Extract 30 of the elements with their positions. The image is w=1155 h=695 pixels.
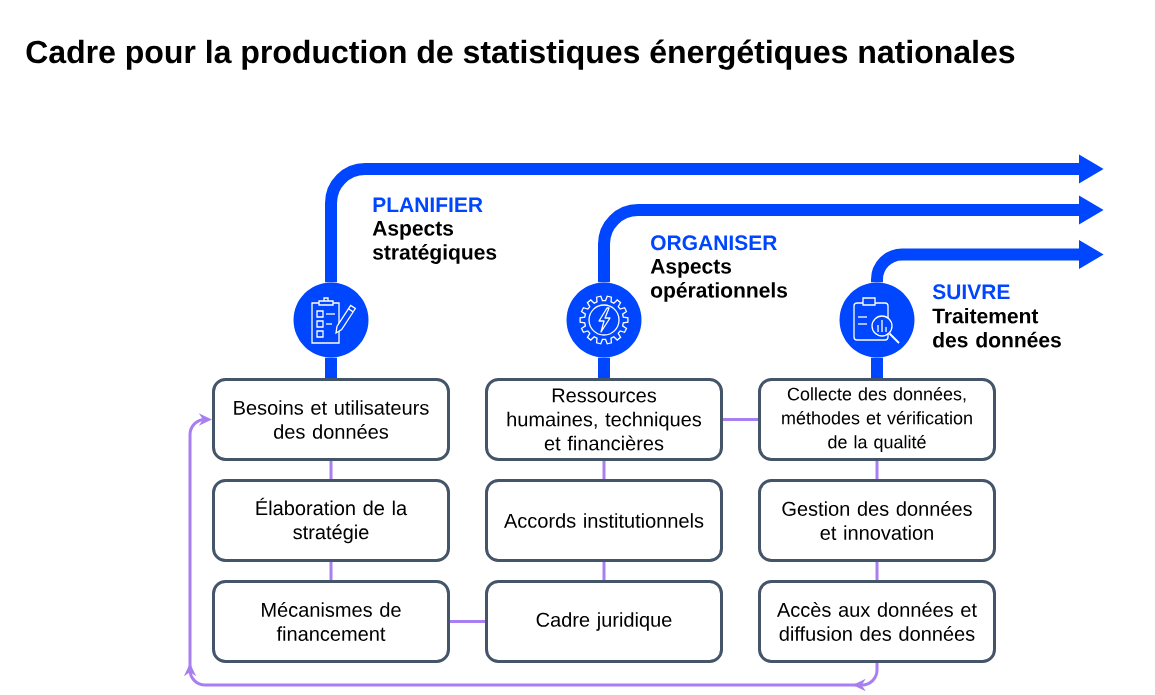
- connector-line: [871, 357, 883, 378]
- connector-line: [325, 357, 337, 378]
- circle-badge: [566, 282, 642, 358]
- arrow: [183, 413, 879, 692]
- step-heading: SUIVRE: [932, 284, 1010, 300]
- connector-line: [875, 461, 879, 479]
- connector-line: [602, 461, 606, 479]
- process-box: Cadre juridique: [485, 580, 723, 663]
- connector-line: [875, 562, 879, 580]
- circle-badge: [293, 282, 369, 358]
- connector-line: [329, 461, 333, 479]
- connector-line: [450, 620, 485, 623]
- process-box: Gestion des données et innovation: [758, 479, 996, 562]
- connector-line: [723, 418, 758, 421]
- process-box: Ressources humaines, techniques et financières: [485, 378, 723, 461]
- process-box: Collecte des données, méthodes et vérification de la qualité: [758, 378, 996, 461]
- title: Cadre pour la production de statistiques énergétiques nationales: [26, 39, 1015, 70]
- process-box: Mécanismes de financement: [212, 580, 450, 663]
- process-box: Accès aux données et diffusion des données: [758, 580, 996, 663]
- connector-line: [329, 562, 333, 580]
- connector-line: [602, 562, 606, 580]
- step-subtitle: Traitement des données: [932, 308, 1061, 348]
- step-subtitle: Aspects stratégiques: [372, 221, 497, 264]
- step-heading: ORGANISER: [651, 235, 777, 251]
- step-heading: PLANIFIER: [373, 197, 483, 212]
- process-box: Accords institutionnels: [485, 479, 723, 562]
- step-subtitle: Aspects opérationnels: [650, 259, 788, 302]
- connector-line: [598, 357, 610, 378]
- process-box: Besoins et utilisateurs des données: [212, 378, 450, 461]
- process-box: Élaboration de la stratégie: [212, 479, 450, 562]
